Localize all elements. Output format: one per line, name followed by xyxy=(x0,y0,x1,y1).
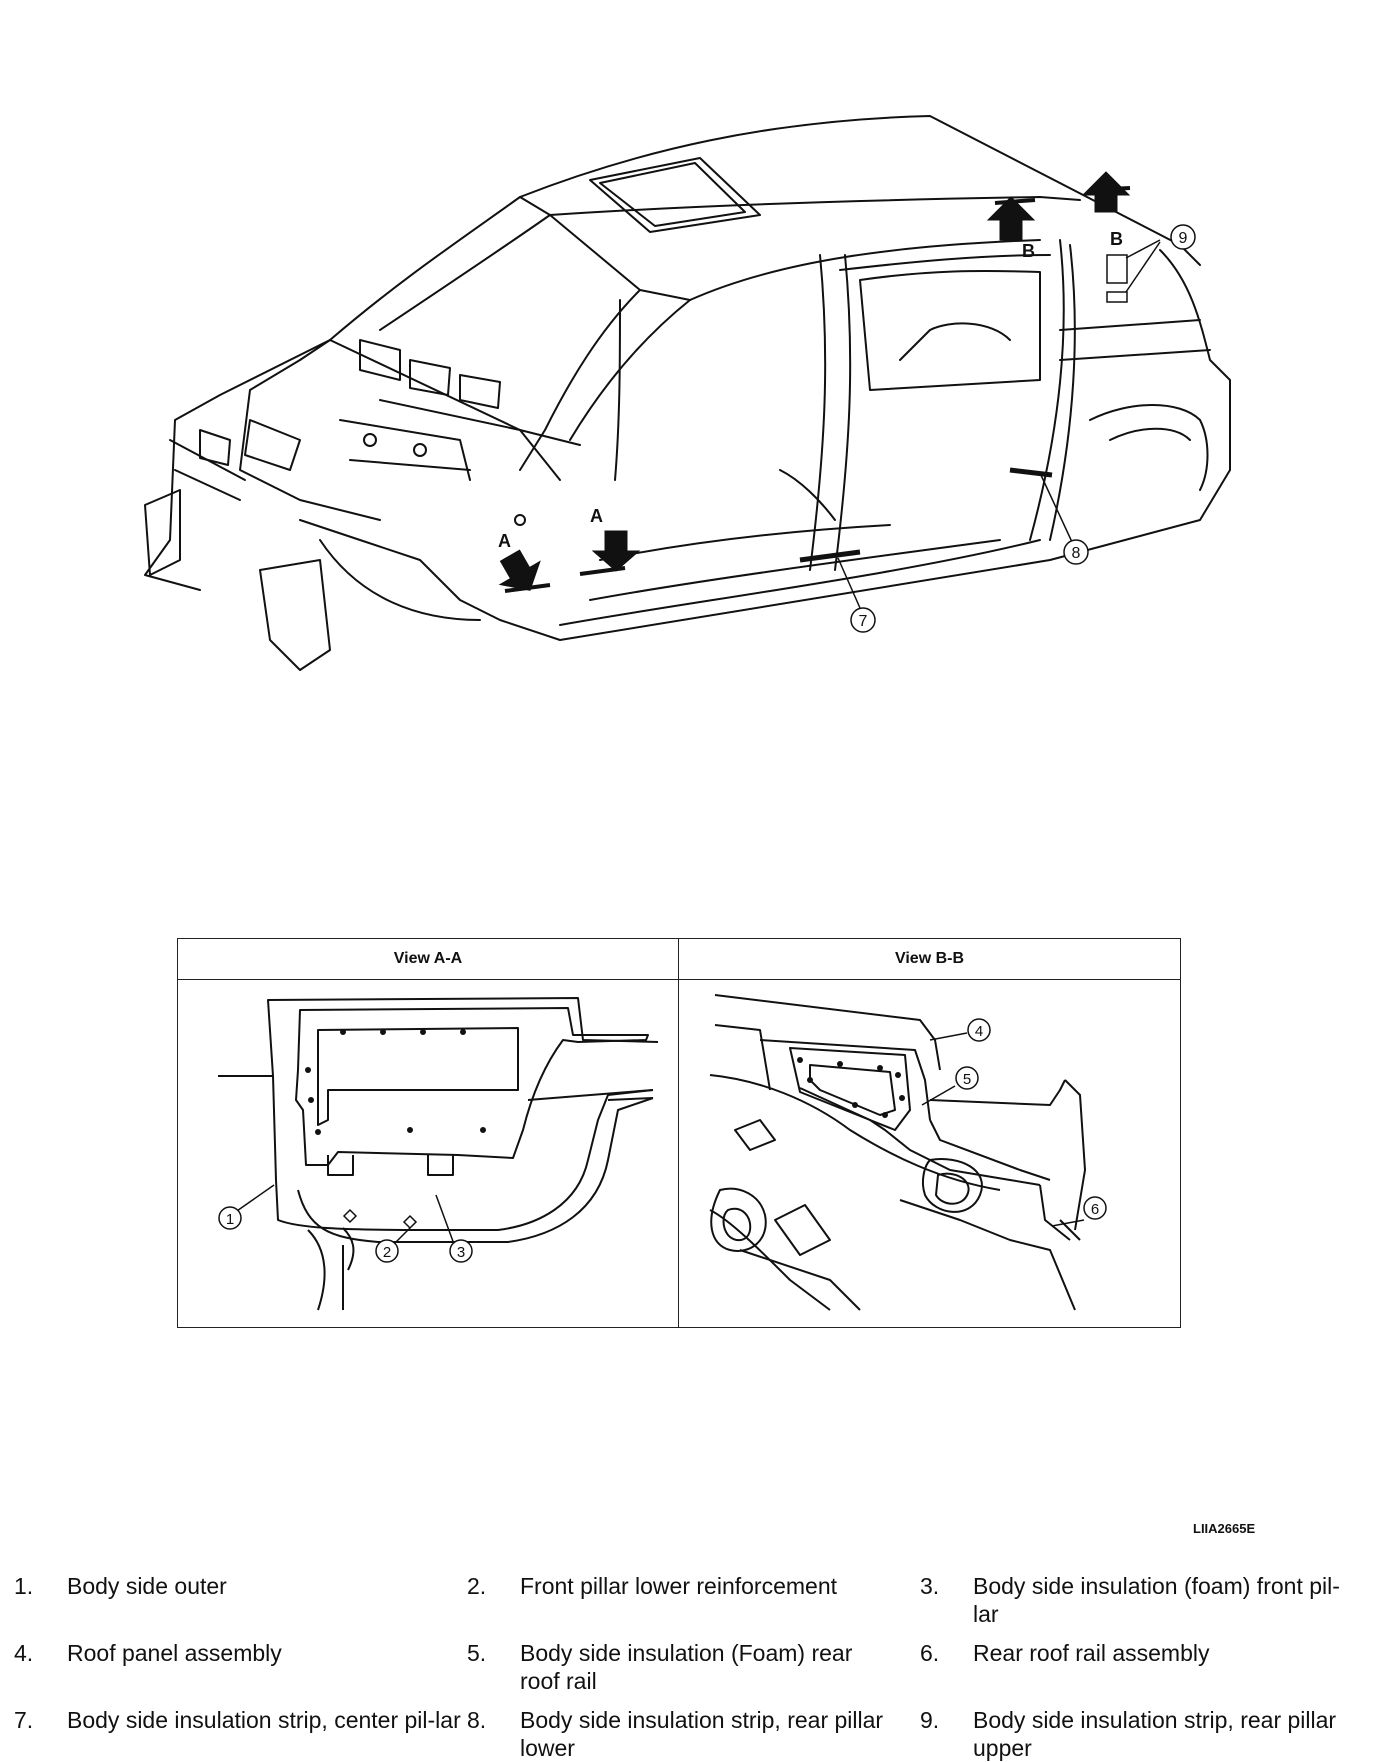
legend-text: Body side insulation strip, rear pillar … xyxy=(973,1707,1337,1761)
legend-text: Body side insulation strip, rear pillar … xyxy=(520,1707,884,1761)
vehicle-body-diagram: A A B B 7 8 9 xyxy=(144,115,1231,671)
callout-9-circle xyxy=(1170,224,1196,250)
section-a-markers xyxy=(498,530,641,593)
callout-b-left: B xyxy=(1022,241,1035,261)
table-divider xyxy=(678,939,679,1327)
parts-legend: 1. Body side outer 2. Front pillar lower… xyxy=(0,1572,1376,1762)
center-pillar xyxy=(809,254,827,571)
figure-code: LIIA2665E xyxy=(1193,1521,1256,1536)
callout-b-right: B xyxy=(1110,229,1123,249)
inner-panel xyxy=(295,1007,649,1166)
roof-panel xyxy=(519,196,1081,216)
front-pillar xyxy=(519,289,641,471)
legend-number: 5. xyxy=(467,1640,487,1666)
legend-number: 2. xyxy=(467,1573,487,1599)
callout-2-circle xyxy=(375,1239,399,1263)
legend-text: Body side insulation (foam) front pil-la… xyxy=(973,1573,1340,1627)
view-a-a-title: View A-A xyxy=(178,939,679,980)
callout-9: 9 xyxy=(1179,230,1188,247)
roof-panel-edge xyxy=(714,994,941,1071)
rocker-panel xyxy=(559,399,1231,641)
view-b-b-title: View B-B xyxy=(679,939,1180,980)
windshield-frame xyxy=(299,196,521,361)
legend-text: Front pillar lower reinforcement xyxy=(520,1573,838,1599)
callout-4: 4 xyxy=(975,1023,983,1040)
section-views-table: View A-A View B-B xyxy=(177,938,1181,1328)
callout-7: 7 xyxy=(859,613,868,630)
callout-5-circle xyxy=(955,1066,979,1090)
legend-number: 8. xyxy=(467,1707,487,1733)
legend-number: 9. xyxy=(920,1707,940,1733)
legend-text: Body side insulation (Foam) rear roof ra… xyxy=(520,1640,853,1694)
legend-text: Body side insulation strip, center pil-l… xyxy=(67,1707,461,1733)
arrow-a-left xyxy=(498,549,541,591)
arrow-b-left xyxy=(986,196,1036,241)
strip-rear-pillar-upper-a xyxy=(1106,254,1128,284)
legend-text: Roof panel assembly xyxy=(67,1640,282,1666)
roof-outline xyxy=(519,115,1201,266)
callout-a-right: A xyxy=(590,506,603,526)
callout-1: 1 xyxy=(226,1211,234,1228)
callout-5: 5 xyxy=(963,1071,971,1088)
legend-number: 1. xyxy=(14,1573,34,1599)
section-b-markers xyxy=(986,171,1131,241)
arrow-b-right xyxy=(1081,171,1131,213)
callout-4-circle xyxy=(967,1018,991,1042)
callout-8: 8 xyxy=(1072,545,1081,562)
legend-text: Body side outer xyxy=(67,1573,227,1599)
rear-quarter xyxy=(1159,249,1231,471)
legend-number: 6. xyxy=(920,1640,940,1666)
view-b-b-drawing: 4 5 6 xyxy=(709,994,1107,1311)
strip-center-pillar xyxy=(799,549,861,563)
callout-3: 3 xyxy=(457,1244,465,1261)
front-apron xyxy=(144,339,331,591)
legend-number: 3. xyxy=(920,1573,940,1599)
legend-number: 4. xyxy=(14,1640,34,1666)
strip-rear-pillar-lower xyxy=(1009,467,1053,478)
callout-6: 6 xyxy=(1091,1201,1099,1218)
legend-text: Rear roof rail assembly xyxy=(973,1640,1210,1666)
callout-8-circle xyxy=(1063,539,1089,565)
arrow-a-right xyxy=(591,530,641,572)
callout-a-left: A xyxy=(498,531,511,551)
callout-2: 2 xyxy=(383,1244,391,1261)
callout-1-circle xyxy=(218,1206,242,1230)
callout-6-circle xyxy=(1083,1196,1107,1220)
rear-roof-rail-insulation xyxy=(789,1047,911,1131)
legend-number: 7. xyxy=(14,1707,34,1733)
callout-7-circle xyxy=(850,607,876,633)
callout-3-circle xyxy=(449,1239,473,1263)
strip-rear-pillar-upper-b xyxy=(1106,291,1128,303)
sunroof-opening xyxy=(589,157,761,233)
view-a-a-drawing: 1 2 3 xyxy=(218,997,659,1311)
